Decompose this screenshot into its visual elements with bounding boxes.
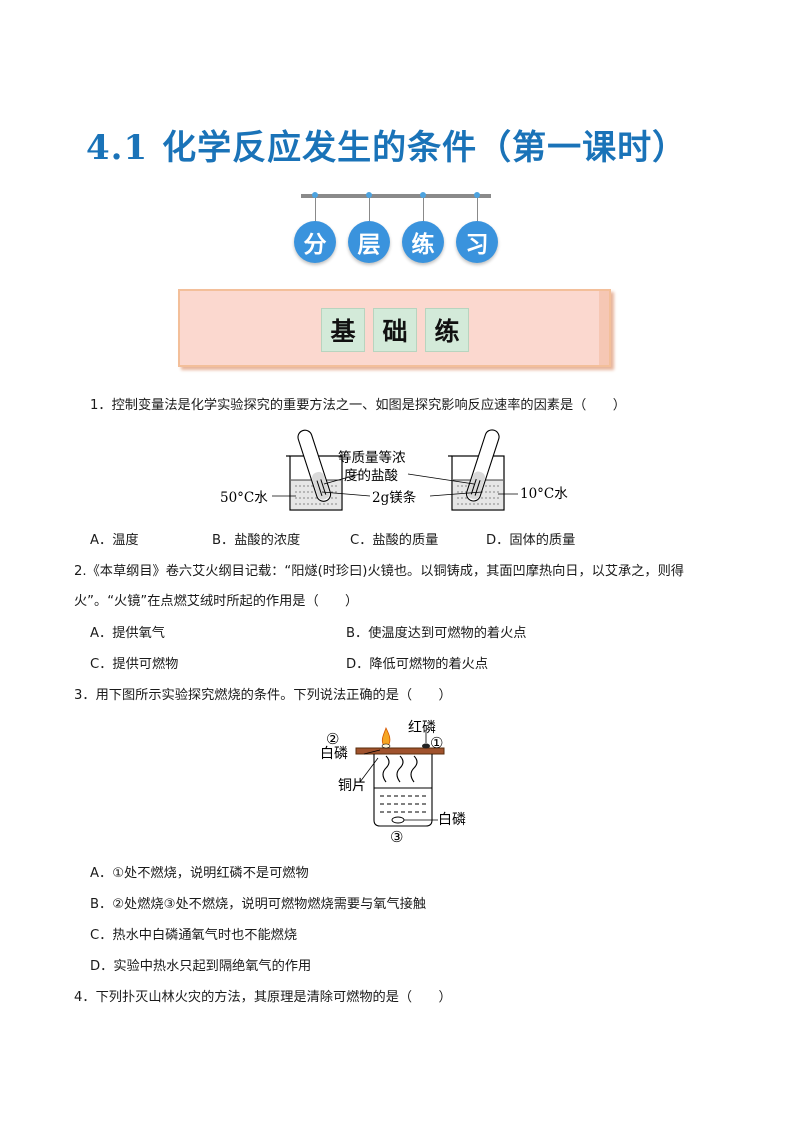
question-3-figure: 红磷 ① ② 白磷 铜片 白磷 ③ (320, 720, 466, 846)
header-char-circle: 习 (456, 221, 498, 263)
question-1-option-a: A．温度 (90, 533, 139, 548)
white-phosphorus-in-water (391, 816, 405, 824)
figure-label-acid-line2: 度的盐酸 (344, 468, 398, 484)
title-number: 4.1 (86, 128, 149, 168)
section-banner: 基 础 练 (178, 289, 611, 367)
question-1-option-b: B．盐酸的浓度 (212, 533, 301, 548)
header-char-circle: 分 (294, 221, 336, 263)
question-3-option-c: C．热水中白磷通氧气时也不能燃烧 (90, 928, 298, 943)
hanger-pin (312, 192, 318, 198)
hanger-pin (420, 192, 426, 198)
banner-stripe (599, 291, 609, 365)
right-beaker (448, 429, 505, 511)
banner-char-box: 练 (425, 308, 469, 352)
question-2-option-a: A．提供氧气 (90, 626, 165, 641)
question-1-figure: 等质量等浓 度的盐酸 50°C水 2g镁条 10°C水 (220, 429, 568, 511)
figure-label-right-water: 10°C水 (520, 486, 568, 502)
question-1-option-c: C．盐酸的质量 (350, 533, 439, 548)
figure-label-white-phosphorus-top: 白磷 (320, 746, 348, 762)
question-2-stem-line2: 火”。“火镜”在点燃艾绒时所起的作用是（ ） (74, 594, 359, 609)
hanger-pin (366, 192, 372, 198)
hanger-string (477, 198, 478, 222)
hanger-string (315, 198, 316, 222)
figure-label-acid-line1: 等质量等浓 (338, 449, 406, 466)
figure-label-mark-2: ② (326, 730, 339, 748)
hanger-pin (474, 192, 480, 198)
question-2-option-d: D．降低可燃物的着火点 (346, 657, 489, 672)
red-phosphorus (422, 743, 430, 749)
figure-label-white-phosphorus-water: 白磷 (438, 812, 466, 828)
flame-icon (381, 726, 391, 747)
question-3-option-a: A．①处不燃烧，说明红磷不是可燃物 (90, 866, 309, 881)
figure-label-magnesium: 2g镁条 (372, 489, 417, 506)
figure-label-mark-1: ① (430, 734, 443, 752)
page-title: 4.1 化学反应发生的条件（第一课时） (86, 120, 687, 169)
question-3-stem: 3．用下图所示实验探究燃烧的条件。下列说法正确的是（ ） (74, 688, 452, 703)
question-2-option-c: C．提供可燃物 (90, 657, 179, 672)
question-1-stem: 1．控制变量法是化学实验探究的重要方法之一、如图是探究影响反应速率的因素是（ ） (90, 398, 626, 413)
figure-label-red-phosphorus: 红磷 (408, 720, 436, 736)
header-char-circle: 练 (402, 221, 444, 263)
hanger-string (423, 198, 424, 222)
figure-label-mark-3: ③ (390, 828, 403, 846)
banner-char-box: 础 (373, 308, 417, 352)
title-text: 化学反应发生的条件（第一课时） (162, 128, 688, 168)
question-3-option-d: D．实验中热水只起到隔绝氧气的作用 (90, 959, 312, 974)
header-hanger-bar (301, 192, 491, 198)
header-char-circle: 层 (348, 221, 390, 263)
question-1-option-d: D．固体的质量 (486, 533, 576, 548)
figure-label-left-water: 50°C水 (220, 490, 268, 506)
figure-label-copper: 铜片 (338, 778, 366, 794)
left-beaker (286, 429, 343, 511)
question-3-option-b: B．②处燃烧③处不燃烧，说明可燃物燃烧需要与氧气接触 (90, 897, 427, 912)
banner-char-box: 基 (321, 308, 365, 352)
question-2-option-b: B．使温度达到可燃物的着火点 (346, 626, 527, 641)
question-4-stem: 4．下列扑灭山林火灾的方法，其原理是清除可燃物的是（ ） (74, 990, 452, 1005)
beaker (373, 754, 433, 827)
hanger-string (369, 198, 370, 222)
question-2-stem-line1: 2.《本草纲目》卷六艾火纲目记载：“阳燧(时珍曰)火镜也。以铜铸成，其面凹摩热向… (74, 564, 684, 579)
copper-plate (355, 747, 445, 755)
